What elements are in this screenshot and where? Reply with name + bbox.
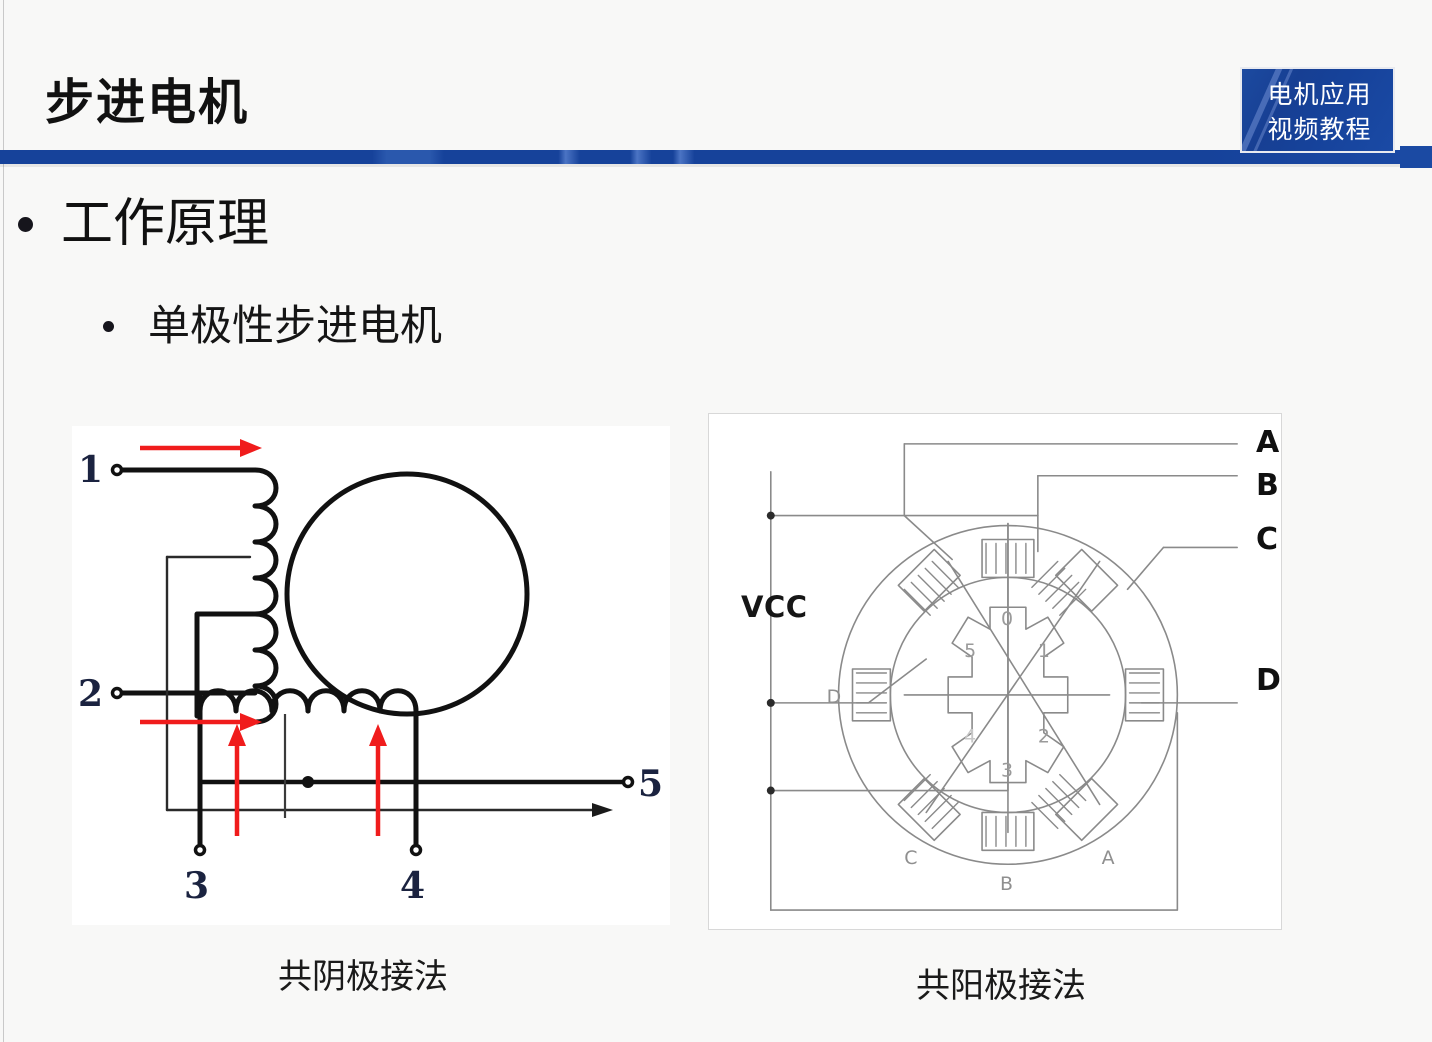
arrowhead-t3 [228, 724, 246, 746]
page-title: 步进电机 [45, 74, 250, 131]
rotor-gear-icon [947, 606, 1069, 784]
coil-winding-bottom-right [305, 688, 419, 849]
wire-upper-coil-tap [194, 611, 258, 719]
figure-right-caption: 共阳极接法 [916, 966, 1086, 1006]
current-arrows [140, 439, 387, 836]
stator-pole-lower-left [897, 777, 961, 842]
bullet-dot-icon [18, 216, 33, 232]
pole-windings [855, 542, 1161, 848]
terminal-label-5: 5 [638, 763, 663, 805]
junction-dot-vcc-bottom [766, 786, 775, 795]
stator-pole-right [1124, 668, 1165, 722]
lead-diagonal-b [925, 560, 1101, 814]
figure-common-cathode: 1 2 3 4 5 [72, 426, 670, 925]
rotor-tooth-label-1: 1 [1038, 640, 1050, 662]
terminal-dot-1 [110, 463, 124, 477]
wire-vcc-bottom-return [769, 712, 1179, 911]
figure-common-anode: 0 1 2 3 4 5 A B C D [708, 413, 1282, 930]
winding-upper-right [1031, 560, 1087, 616]
terminal-dot-3 [193, 843, 207, 857]
bullet-level1: 工作原理 [18, 198, 269, 250]
winding-lower-left [903, 773, 959, 830]
stator-poles [851, 538, 1165, 852]
terminal-label-4: 4 [400, 865, 425, 907]
rotor-tooth-label-4: 4 [964, 726, 976, 748]
bullet-level2-label: 单极性步进电机 [148, 301, 443, 350]
vcc-junction-dots [766, 511, 775, 795]
terminal-dot-4 [409, 843, 423, 857]
junction-dot-vcc-middle [766, 698, 775, 707]
output-label-a: A [1256, 425, 1280, 460]
lead-diagonal-a [947, 560, 1101, 806]
junction-dot-vcc-top [766, 511, 775, 520]
course-badge-text: 电机应用 视频教程 [1242, 77, 1393, 147]
winding-bottom [985, 815, 1027, 848]
stator-pole-lower-right [1054, 777, 1119, 842]
header-accent-bar-shadow [0, 164, 1432, 167]
common-anode-schematic: 0 1 2 3 4 5 A B C D [766, 443, 1238, 911]
figure-left-caption: 共阴极接法 [278, 957, 448, 997]
stator-pole-label-d: D [827, 686, 842, 708]
stator-pole-upper-left [897, 548, 961, 613]
coil-winding-lower [252, 611, 279, 725]
winding-left [855, 672, 888, 714]
course-badge-line2: 视频教程 [1267, 115, 1372, 144]
stator-pole-upper-right [1054, 548, 1119, 613]
winding-top [985, 542, 1027, 575]
terminal-label-3: 3 [184, 865, 209, 907]
winding-upper-left [903, 560, 959, 616]
terminal-dot-2 [110, 686, 124, 700]
coil-winding-upper [252, 467, 279, 617]
arrowhead-t1 [240, 439, 262, 457]
course-badge: 电机应用 视频教程 [1240, 67, 1395, 153]
wire-output-c-leg [1126, 546, 1165, 591]
rotor-tooth-label-0: 0 [1001, 608, 1013, 630]
arrowhead-t2 [240, 713, 262, 731]
coil-winding-bottom-left [197, 688, 311, 849]
stator-pole-label-c: C [904, 847, 917, 869]
stator-pole-label-a: A [1102, 847, 1115, 869]
wire-vcc-tap-middle [769, 658, 928, 704]
course-badge-line1: 电机应用 [1267, 80, 1372, 109]
terminal-dot-5 [621, 775, 635, 789]
header-right-accent-block [1400, 146, 1432, 168]
rotor-circle-icon [284, 471, 530, 717]
wire-output-a-leg [903, 443, 953, 561]
bullet-level2: 单极性步进电机 [103, 305, 442, 347]
output-label-c: C [1256, 522, 1279, 557]
page-left-rule [3, 0, 4, 1042]
output-label-d: D [1256, 663, 1281, 698]
winding-right [1128, 672, 1161, 714]
sub-bullet-dot-icon [103, 320, 114, 332]
header-accent-bar [0, 150, 1432, 164]
common-cathode-schematic: 1 2 3 4 5 [78, 439, 663, 907]
vcc-supply-label: VCC [741, 590, 808, 624]
rotor-tooth-label-3: 3 [1001, 760, 1013, 782]
terminal-dots [110, 463, 635, 857]
terminal-label-1: 1 [78, 449, 103, 491]
stator-outer-circle-icon [837, 524, 1179, 866]
output-label-b: B [1256, 468, 1279, 503]
rotor-tooth-label-5: 5 [964, 640, 976, 662]
stator-pole-label-b: B [1000, 873, 1013, 895]
terminal-label-2: 2 [78, 673, 103, 715]
stator-pole-left [851, 668, 892, 722]
junction-dot-bottom-coil [302, 776, 314, 788]
stator-pole-top [981, 538, 1035, 579]
winding-lower-right [1031, 773, 1087, 830]
bullet-level1-label: 工作原理 [61, 194, 270, 254]
stator-pole-bottom [981, 811, 1035, 852]
arrowhead-bus-right [592, 803, 613, 817]
slide-header: 步进电机 电机应用 视频教程 [0, 0, 1432, 175]
rotor-tooth-label-2: 2 [1038, 726, 1050, 748]
arrowhead-t4 [369, 724, 387, 746]
